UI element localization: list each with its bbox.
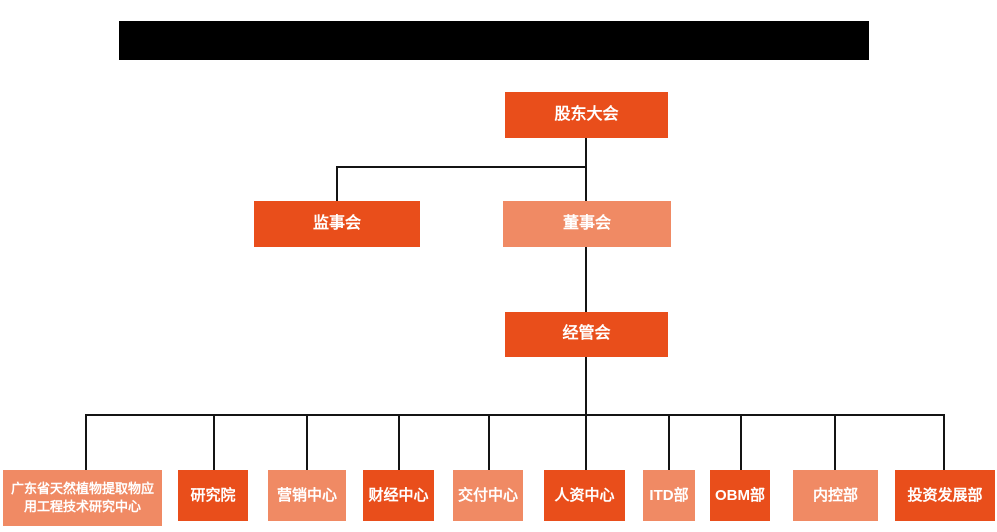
connector-drop-internal-control xyxy=(834,414,836,470)
org-node-research-institute: 研究院 xyxy=(178,470,248,521)
org-node-label: 监事会 xyxy=(312,214,361,232)
org-node-label: OBM部 xyxy=(715,486,765,504)
redacted-title-bar xyxy=(119,21,869,60)
org-node-shareholders-meeting: 股东大会 xyxy=(505,92,668,138)
org-node-label: 交付中心 xyxy=(457,486,518,504)
org-node-board-of-directors: 董事会 xyxy=(503,201,671,247)
org-node-management-committee: 经管会 xyxy=(505,312,668,357)
connector-drop-finance-center xyxy=(398,414,400,470)
org-node-label: 研究院 xyxy=(190,486,236,504)
org-node-investment-development-department: 投资发展部 xyxy=(895,470,995,521)
connector-management-to-bus xyxy=(585,357,587,470)
org-node-finance-center: 财经中心 xyxy=(363,470,434,521)
connector-drop-research-institute xyxy=(213,414,215,470)
org-node-gd-plant-extract-research-center: 广东省天然植物提取物应用工程技术研究中心 xyxy=(3,470,162,526)
org-node-delivery-center: 交付中心 xyxy=(453,470,523,521)
org-node-internal-control-department: 内控部 xyxy=(793,470,878,521)
connector-drop-obm-department xyxy=(740,414,742,470)
org-node-label: 营销中心 xyxy=(276,486,337,504)
connector-drop-research-center xyxy=(85,414,87,470)
connector-bus-horizontal xyxy=(85,414,945,416)
org-node-obm-department: OBM部 xyxy=(710,470,770,521)
org-node-marketing-center: 营销中心 xyxy=(268,470,346,521)
connector-drop-itd-department xyxy=(668,414,670,470)
connector-supervisors-drop xyxy=(336,166,338,201)
org-node-label: 股东大会 xyxy=(554,105,619,123)
org-node-label: 经管会 xyxy=(562,325,611,343)
connector-shareholders-to-directors xyxy=(585,138,587,201)
connector-drop-investment-development xyxy=(943,414,945,470)
org-node-hr-center: 人资中心 xyxy=(544,470,625,521)
org-node-label: ITD部 xyxy=(649,486,689,504)
connector-drop-marketing-center xyxy=(306,414,308,470)
org-node-label: 董事会 xyxy=(562,214,611,232)
org-node-label: 投资发展部 xyxy=(907,486,983,504)
connector-directors-to-management xyxy=(585,247,587,312)
org-node-label: 广东省天然植物提取物应用工程技术研究中心 xyxy=(10,481,154,514)
org-node-itd-department: ITD部 xyxy=(643,470,695,521)
org-node-label: 财经中心 xyxy=(368,486,429,504)
org-node-label: 人资中心 xyxy=(554,486,615,504)
connector-branch-horizontal xyxy=(336,166,587,168)
connector-drop-delivery-center xyxy=(488,414,490,470)
org-node-label: 内控部 xyxy=(812,486,858,504)
org-node-supervisory-board: 监事会 xyxy=(254,201,420,247)
